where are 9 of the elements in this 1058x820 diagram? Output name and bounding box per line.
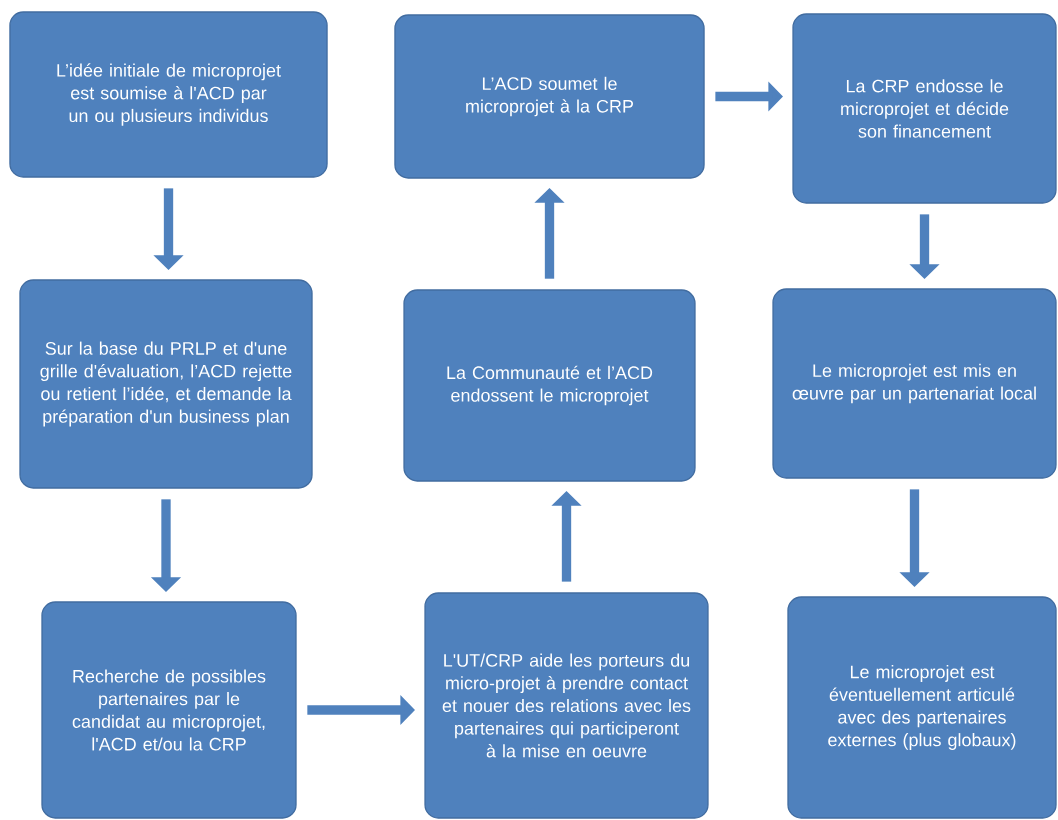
process-box: Sur la base du PRLP et d'une grille d'évaluation, l’ACD rejette ou retient l’idée, et demande la préparation d'un business plan bbox=[19, 279, 313, 489]
process-box: L'UT/CRP aide les porteurs du micro-projet à prendre contact et nouer des relations avec les partenaires qui participeront à la mise en oeuvre bbox=[424, 592, 709, 819]
process-box: L’ACD soumet le microprojet à la CRP bbox=[394, 14, 705, 179]
process-box: Recherche de possibles partenaires par le candidat au microprojet, l'ACD et/ou la CRP bbox=[41, 601, 297, 819]
process-box: La CRP endosse le microprojet et décide son financement bbox=[792, 13, 1057, 204]
process-box: La Communauté et l’ACD endossent le microprojet bbox=[403, 289, 696, 482]
process-box: Le microprojet est éventuellement articulé avec des partenaires externes (plus globaux) bbox=[787, 596, 1057, 819]
process-box: L’idée initiale de microprojet est soumise à l'ACD par un ou plusieurs individus bbox=[9, 11, 328, 178]
process-box: Le microprojet est mis en œuvre par un partenariat local bbox=[772, 288, 1057, 479]
